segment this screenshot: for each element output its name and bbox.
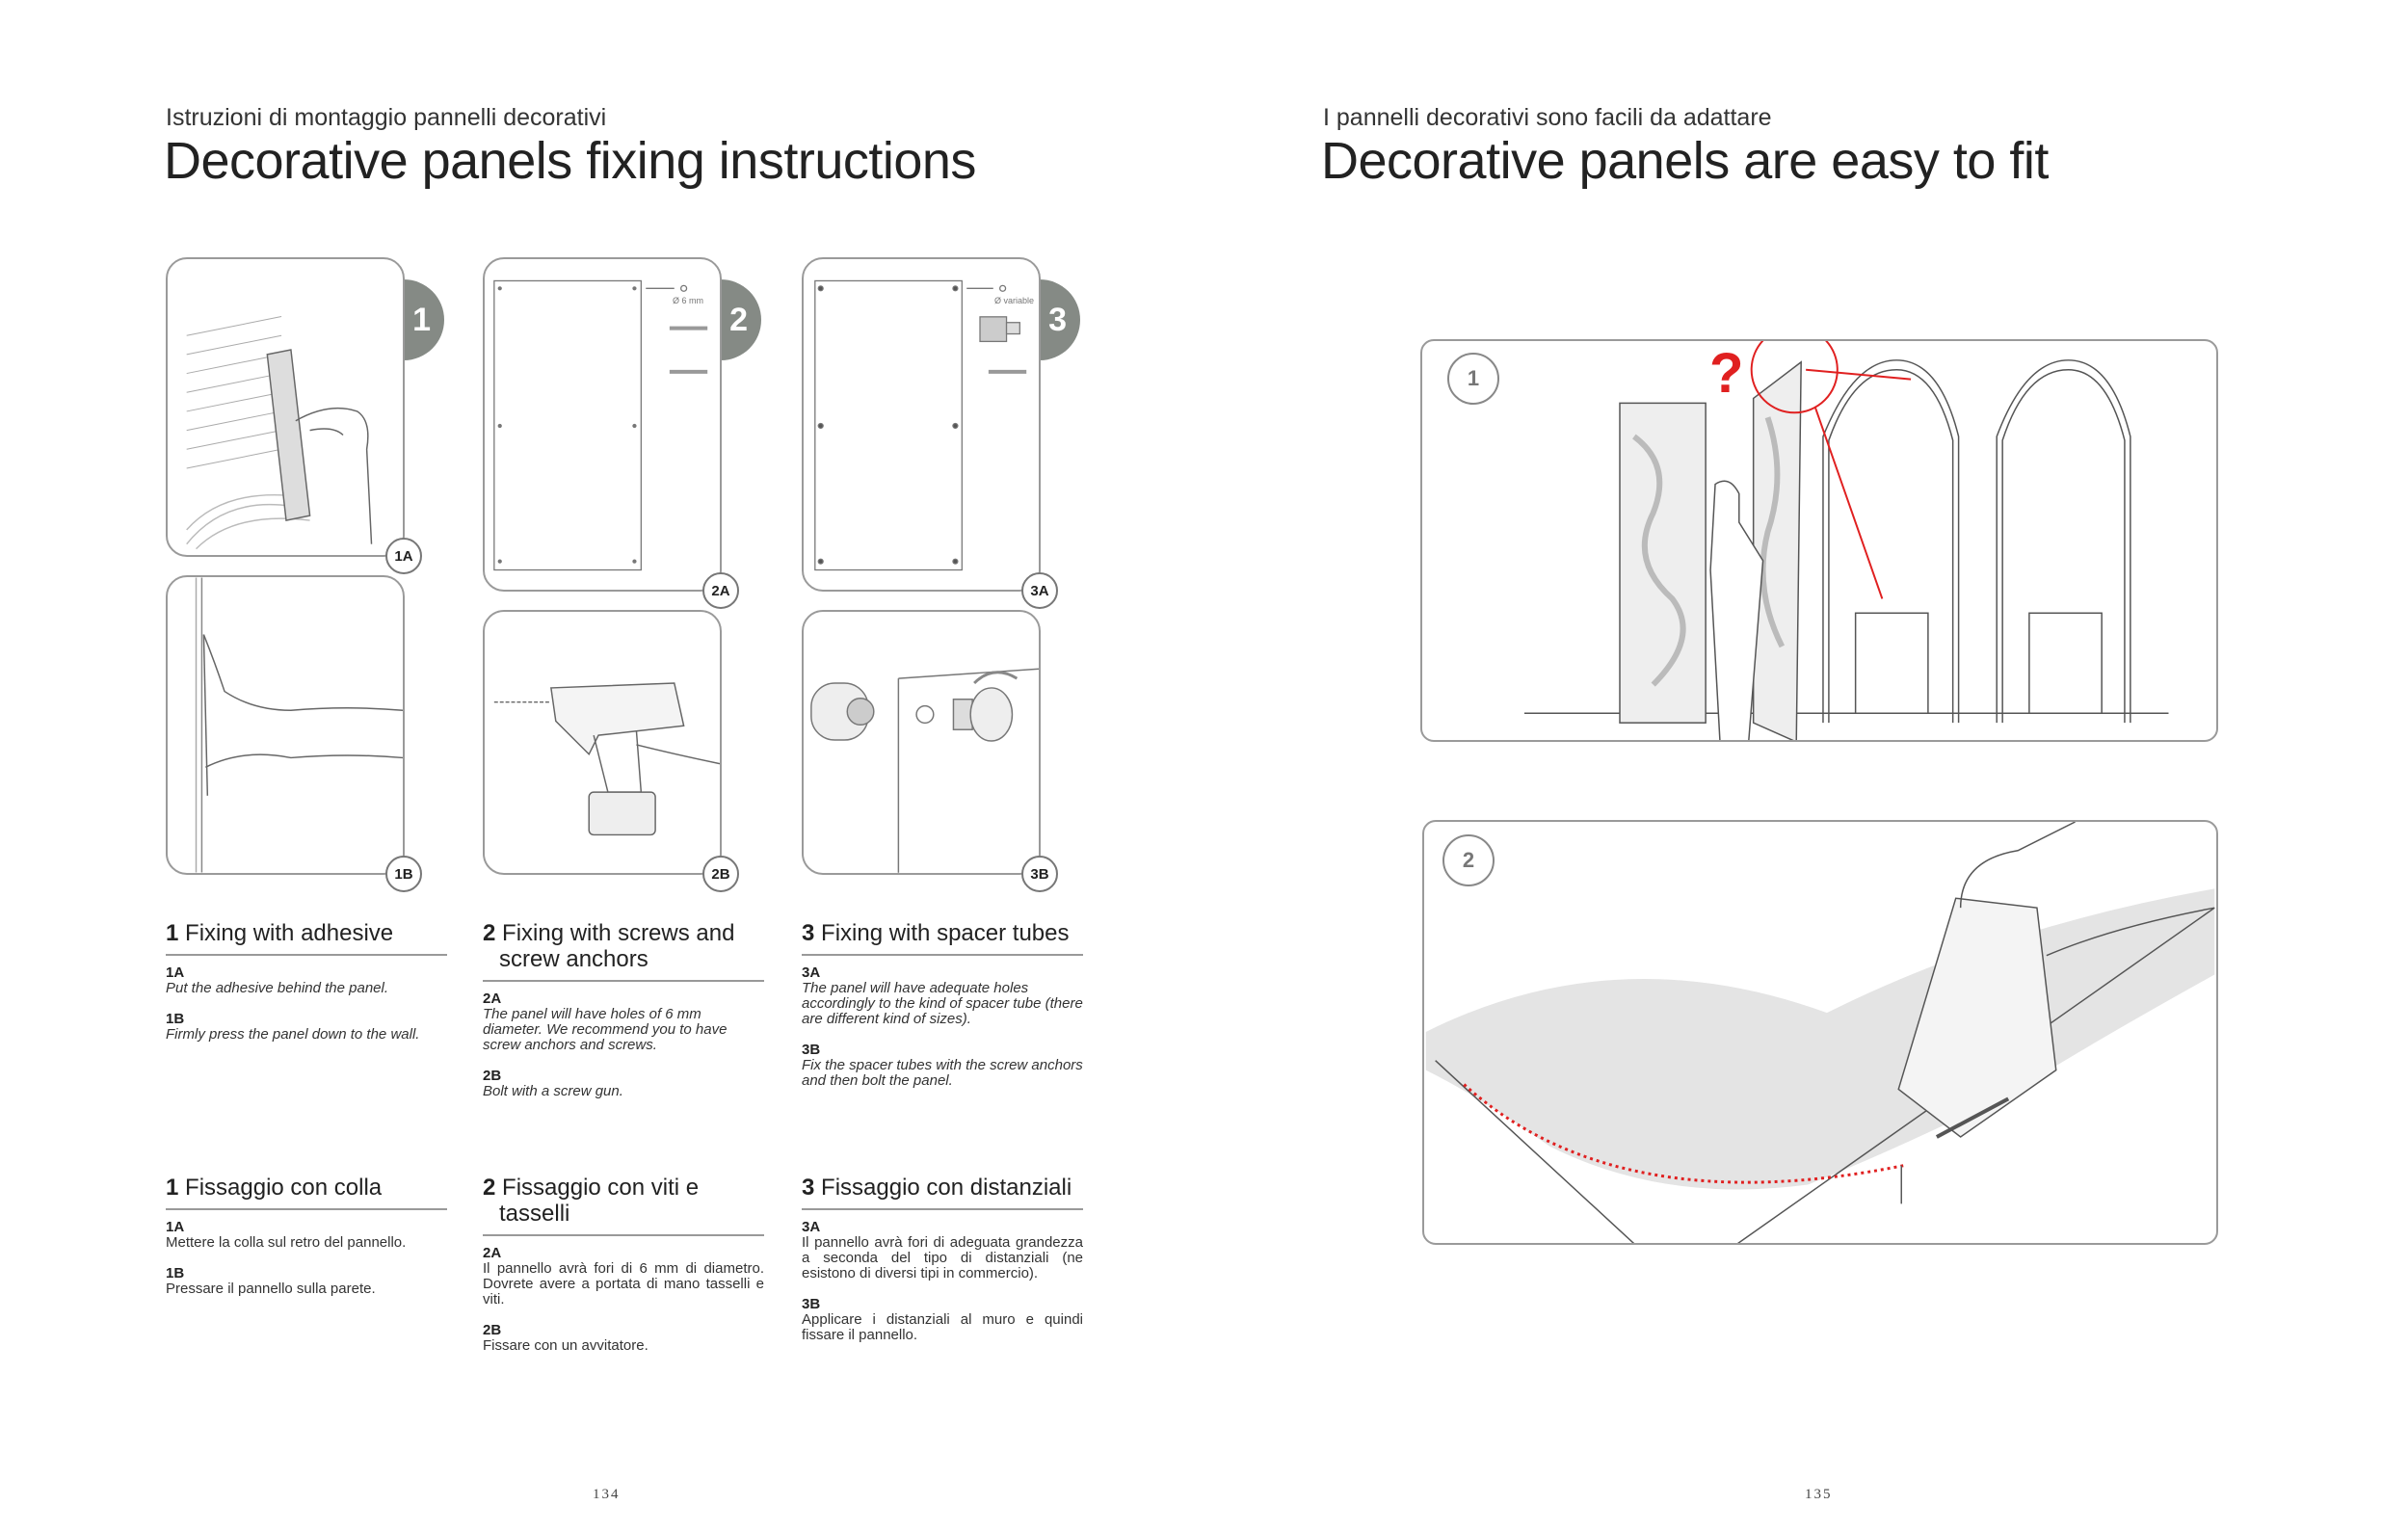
left-title: Decorative panels fixing instructions — [164, 132, 976, 190]
illustration-2b-screw-gun — [483, 610, 722, 875]
right-title: Decorative panels are easy to fit — [1321, 132, 2049, 190]
page-number-right: 135 — [1805, 1487, 1833, 1502]
label-2b: 2B — [702, 856, 739, 892]
page-number-left: 134 — [593, 1487, 621, 1502]
label-1a: 1A — [385, 538, 422, 574]
figure-1-number: 1 — [1447, 353, 1499, 405]
illustration-3b-spacer-bolt — [802, 610, 1041, 875]
label-1b: 1B — [385, 856, 422, 892]
label-3b: 3B — [1021, 856, 1058, 892]
figure-2-number: 2 — [1442, 834, 1495, 886]
illustration-1a-adhesive — [166, 257, 405, 557]
figure-2-jigsaw-cutting — [1422, 820, 2218, 1245]
hole-size-label: Ø variable — [994, 296, 1035, 305]
hole-size-label: Ø 6 mm — [673, 296, 704, 305]
illustration-3a-panel-spacers: Ø variable — [802, 257, 1041, 592]
question-mark: ? — [1709, 342, 1744, 405]
figure-1-panel-fitting: ? — [1420, 339, 2218, 742]
english-step-2: 2 Fixing with screws and screw anchors 2… — [483, 920, 764, 1115]
right-subtitle: I pannelli decorativi sono facili da ada… — [1323, 104, 1772, 131]
left-subtitle: Istruzioni di montaggio pannelli decorat… — [166, 104, 607, 131]
label-3a: 3A — [1021, 572, 1058, 609]
label-2a: 2A — [702, 572, 739, 609]
illustration-1b-press — [166, 575, 405, 875]
illustration-2a-panel-holes: Ø 6 mm — [483, 257, 722, 592]
